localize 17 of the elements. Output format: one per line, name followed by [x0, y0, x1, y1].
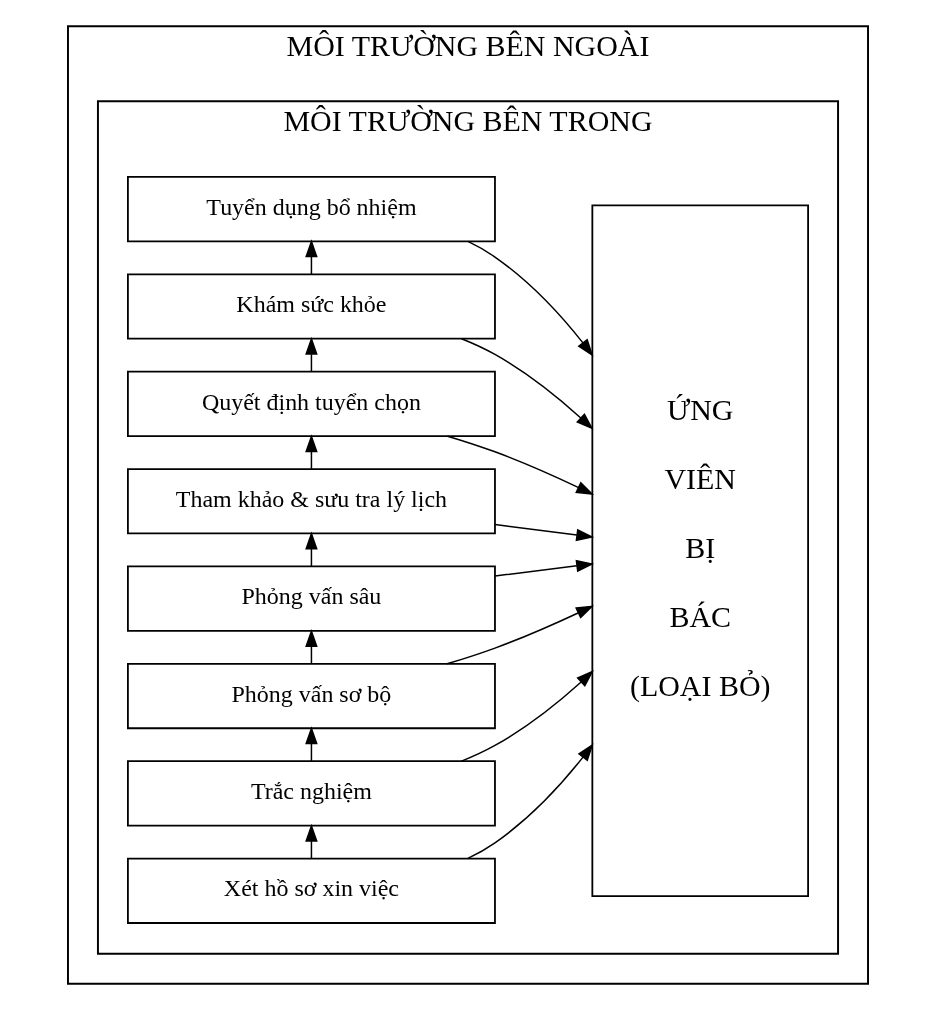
arrow [494, 559, 595, 577]
node-box: Khám sức khỏe [127, 273, 496, 340]
node-box: Trắc nghiệm [127, 760, 496, 827]
node-box: Phỏng vấn sâu [127, 565, 496, 632]
node-box: Phỏng vấn sơ bộ [127, 662, 496, 730]
arrow [467, 240, 594, 357]
node-box: Xét hồ sơ xin việc [127, 857, 496, 924]
arrow [460, 670, 594, 762]
node-box: Quyết định tuyển chọn [127, 370, 496, 437]
arrow [446, 605, 594, 665]
arrow [460, 337, 594, 430]
node-box: Tham khảo & sưu tra lý lịch [127, 468, 496, 535]
arrow [467, 743, 594, 860]
arrow [494, 523, 595, 542]
node-box: ỨNG VIÊN BỊ BÁC (LOẠI BỎ) [591, 204, 809, 897]
arrow [446, 435, 595, 496]
node-box: Tuyển dụng bổ nhiệm [127, 176, 496, 243]
